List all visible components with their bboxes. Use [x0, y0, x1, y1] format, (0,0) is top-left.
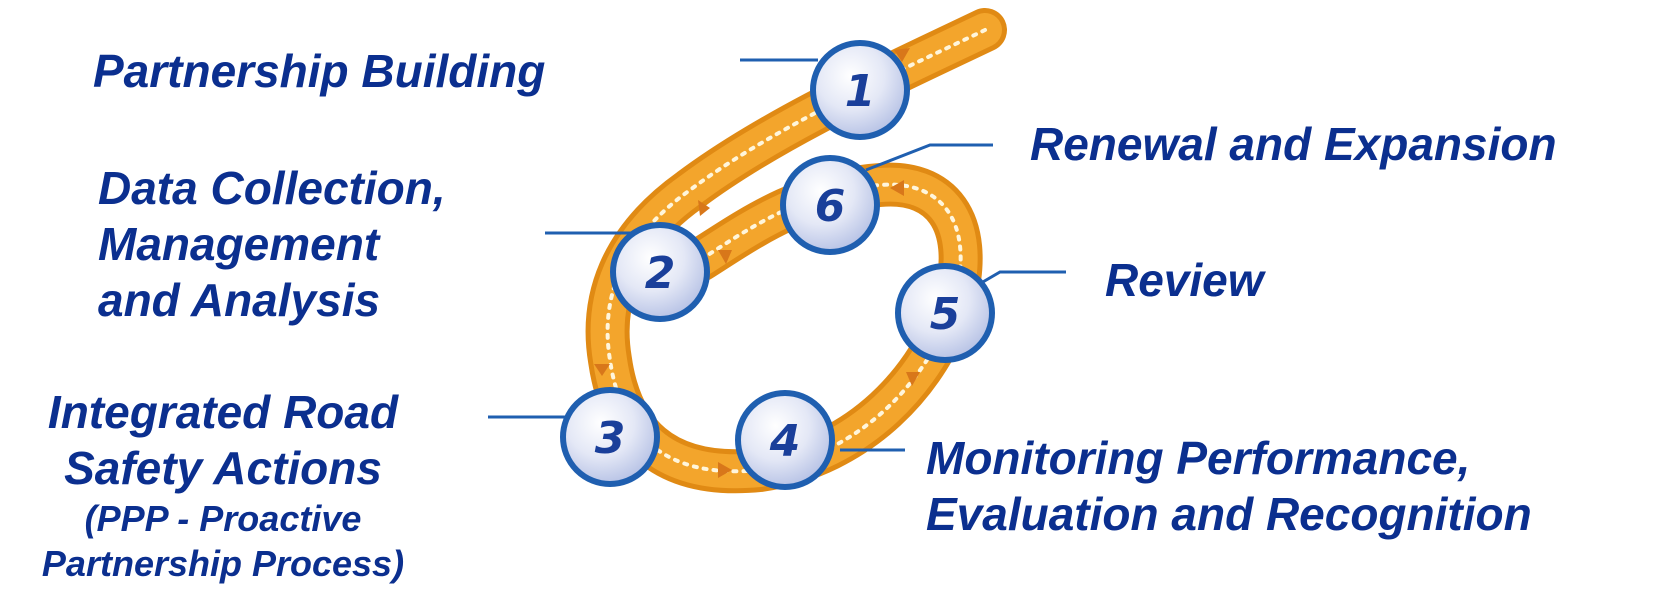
label-line: Monitoring Performance,: [926, 432, 1471, 484]
step-number-6: 6: [815, 181, 846, 232]
label-line: Partnership Building: [93, 45, 546, 97]
direction-arrows: [594, 48, 920, 478]
arrow-icon: [718, 250, 732, 264]
step-label-4: Monitoring Performance, Evaluation and R…: [926, 430, 1532, 542]
step-number-3: 3: [595, 413, 626, 464]
arrow-icon: [890, 180, 904, 196]
label-line: Safety Actions: [64, 442, 382, 495]
step-label-5: Review: [1105, 252, 1264, 308]
label-line: Management: [98, 218, 380, 271]
label-line: Renewal and Expansion: [1030, 118, 1557, 170]
step-label-2: Data Collection, Management and Analysis: [98, 160, 446, 328]
road-path: [585, 8, 1007, 494]
step-circle-5: 5: [895, 263, 995, 363]
step-circle-4: 4: [735, 390, 835, 490]
arrow-icon: [906, 372, 920, 386]
arrow-icon: [698, 200, 710, 216]
step-label-3: Integrated Road Safety Actions (PPP - Pr…: [8, 384, 438, 586]
step-circle-6: 6: [780, 155, 880, 255]
step-circle-1: 1: [810, 40, 910, 140]
label-subline: Partnership Process): [41, 543, 405, 585]
step-circle-3: 3: [560, 387, 660, 487]
label-line: Review: [1105, 254, 1264, 306]
step-number-2: 2: [645, 248, 676, 299]
step-number-4: 4: [769, 416, 801, 467]
label-line: and Analysis: [98, 274, 381, 327]
step-number-5: 5: [930, 289, 961, 340]
step-label-1: Partnership Building: [93, 43, 545, 99]
step-circle-2: 2: [610, 222, 710, 322]
arrow-icon: [718, 462, 732, 478]
arrow-icon: [594, 364, 610, 376]
step-number-1: 1: [845, 66, 876, 117]
label-subline: (PPP - Proactive: [84, 498, 362, 540]
step-label-6: Renewal and Expansion: [1030, 116, 1557, 172]
label-line: Data Collection,: [98, 162, 446, 214]
label-line: Evaluation and Recognition: [926, 488, 1532, 541]
label-line: Integrated Road: [47, 386, 399, 438]
arrow-icon: [894, 48, 910, 62]
